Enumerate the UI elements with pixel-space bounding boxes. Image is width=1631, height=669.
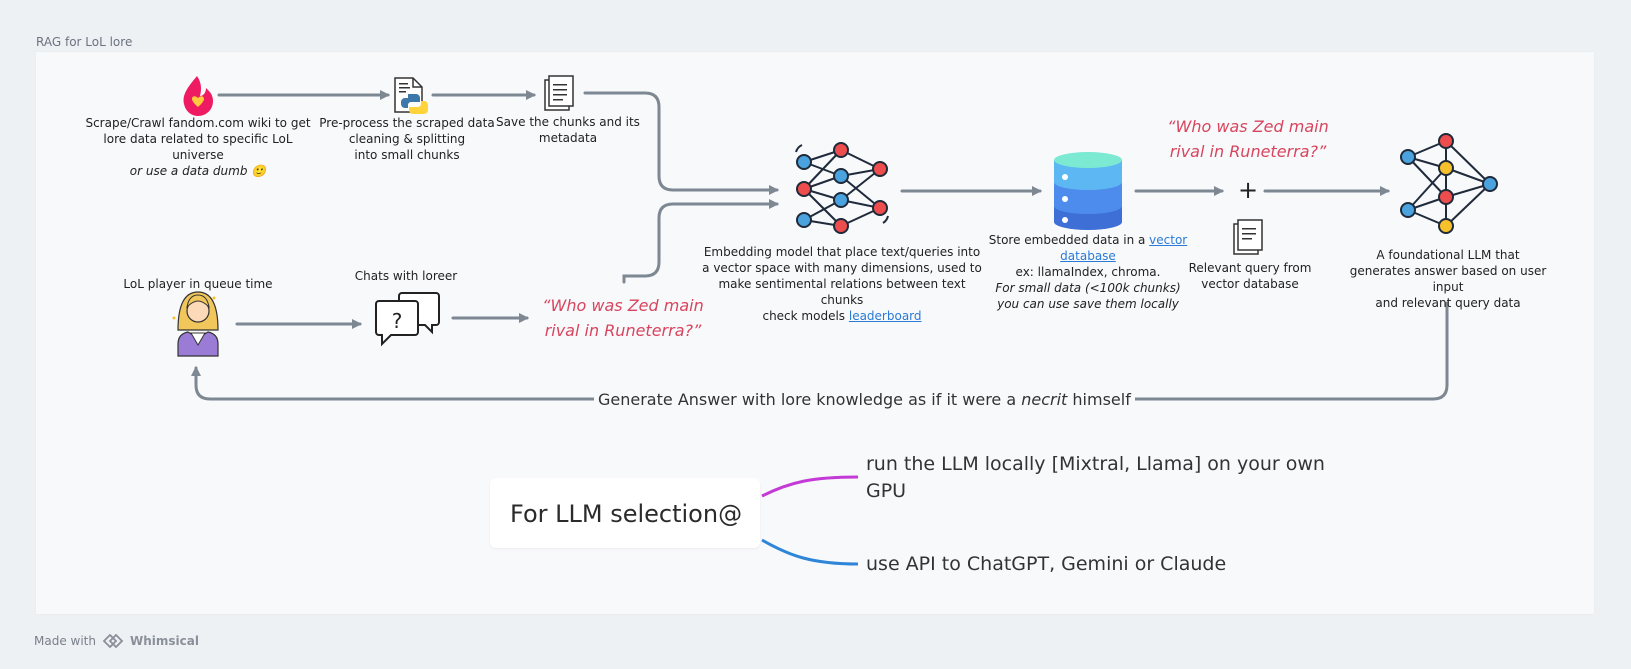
arrow-save-to-embedding — [583, 91, 779, 195]
store-line-1: Store embedded data in a vector database — [964, 232, 1212, 264]
embedding-step-label: Embedding model that place text/queries … — [700, 244, 984, 324]
llm-selection-node[interactable]: For LLM selection@ — [490, 478, 760, 548]
store-step-label: Store embedded data in a vector database… — [964, 232, 1212, 312]
store-line-4: you can use save them locally — [997, 297, 1179, 311]
save-step-label: Save the chunks and its metadata — [492, 114, 644, 146]
answer-part-3: himself — [1067, 390, 1131, 409]
query-quote-line-1: “Who was Zed main — [1167, 117, 1329, 136]
svg-text:?: ? — [392, 309, 403, 333]
save-line-1: Save the chunks and its — [496, 115, 640, 129]
llm-selection-label: For LLM selection@ — [510, 500, 743, 528]
llm-line-2: generates answer based on user input — [1349, 264, 1547, 294]
scrape-line-2: lore data related to specific LoL univer… — [103, 132, 293, 162]
board-title: RAG for LoL lore — [36, 35, 133, 49]
scrape-line-1: Scrape/Crawl fandom.com wiki to get — [85, 116, 311, 130]
user-quote-line-2: rival in Runeterra?” — [544, 321, 702, 340]
branch-local-line-1: run the LLM locally [Mixtral, Llama] on … — [866, 453, 1325, 475]
scrape-line-3: or use a data dumb 🙂 — [129, 164, 267, 178]
neural-network-icon — [795, 142, 889, 234]
save-line-2: metadata — [538, 131, 598, 145]
scrape-step-label: Scrape/Crawl fandom.com wiki to get lore… — [76, 115, 320, 179]
chats-label: Chats with loreer — [354, 269, 458, 283]
user-quote: “Who was Zed main rival in Runeterra?” — [524, 293, 722, 343]
whimsical-brand: Whimsical — [129, 634, 199, 648]
store-line-1-prefix: Store embedded data in a — [988, 233, 1150, 247]
made-with-label: Made with — [34, 634, 96, 648]
llm-step-label: A foundational LLM that generates answer… — [1334, 247, 1562, 311]
documents-icon — [544, 75, 574, 111]
embedding-line-2: a vector space with many dimensions, use… — [702, 261, 982, 275]
whimsical-logo-icon — [102, 634, 124, 648]
diagram-board — [36, 52, 1594, 614]
leaderboard-link[interactable]: leaderboard — [848, 309, 922, 323]
relevant-line-1: Relevant query from — [1188, 261, 1312, 275]
branch-local-line-2: GPU — [866, 480, 907, 502]
answer-part-1: Generate Answer with lore knowledge as i… — [598, 390, 1022, 409]
embedding-line-4: check models leaderboard — [700, 308, 984, 324]
store-line-3: For small data (<100k chunks) — [995, 281, 1181, 295]
relevant-line-2: vector database — [1201, 277, 1299, 291]
relevant-query-label: Relevant query from vector database — [1182, 260, 1318, 292]
answer-part-2: necrit — [1021, 390, 1068, 409]
query-quote-line-2: rival in Runeterra?” — [1169, 142, 1327, 161]
embedding-line-3: make sentimental relations between text … — [718, 277, 966, 307]
arrow-query-to-embedding — [622, 199, 779, 284]
llm-line-3: and relevant query data — [1375, 296, 1521, 310]
plus-sign: + — [1238, 176, 1259, 204]
branch-api-line — [761, 538, 859, 566]
chat-bubbles-icon: ? — [375, 292, 440, 347]
branch-api-llm[interactable]: use API to ChatGPT, Gemini or Claude — [866, 553, 1227, 575]
preprocess-step-label: Pre-process the scraped data cleaning & … — [316, 115, 498, 163]
generate-answer-label: Generate Answer with lore knowledge as i… — [594, 390, 1135, 410]
user-quote-line-1: “Who was Zed main — [542, 296, 704, 315]
embedding-line-1: Embedding model that place text/queries … — [703, 245, 981, 259]
embedding-line-4-prefix: check models — [762, 309, 849, 323]
preprocess-line-2: cleaning & splitting — [348, 132, 466, 146]
preprocess-line-3: into small chunks — [354, 148, 460, 162]
branch-local-line — [761, 475, 859, 498]
database-icon — [1054, 152, 1122, 230]
document-icon — [1233, 219, 1263, 255]
branch-local-llm[interactable]: run the LLM locally [Mixtral, Llama] on … — [866, 451, 1336, 505]
preprocess-line-1: Pre-process the scraped data — [319, 116, 495, 130]
player-avatar-icon — [172, 291, 219, 357]
python-file-icon — [394, 77, 428, 114]
store-line-2: ex: llamaIndex, chroma. — [1015, 265, 1161, 279]
vector-database-link[interactable]: vector database — [1060, 233, 1188, 263]
llm-network-icon — [1400, 133, 1498, 234]
llm-line-1: A foundational LLM that — [1376, 248, 1520, 262]
made-with-footer[interactable]: Made with Whimsical — [34, 634, 199, 648]
player-label: LoL player in queue time — [123, 277, 273, 291]
query-quote: “Who was Zed main rival in Runeterra?” — [1150, 114, 1346, 164]
flame-icon — [183, 76, 213, 116]
